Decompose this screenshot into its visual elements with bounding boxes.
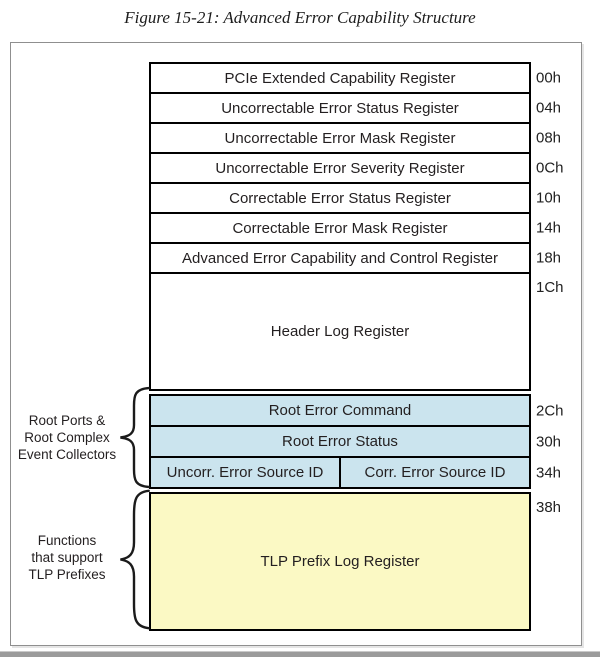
register-label: Uncorrectable Error Severity Register bbox=[215, 159, 465, 177]
offset-label: 30h bbox=[536, 433, 562, 450]
register-row-correctable-error-mask: Correctable Error Mask Register 14h bbox=[149, 212, 561, 244]
uncorr-error-source-id-cell: Uncorr. Error Source ID bbox=[166, 464, 324, 481]
page-bottom-divider bbox=[0, 651, 600, 657]
register-row-tlp-prefix-log: TLP Prefix Log Register 38h bbox=[149, 492, 561, 631]
register-row-uncorrectable-error-status: Uncorrectable Error Status Register 04h bbox=[149, 92, 561, 124]
offset-label: 10h bbox=[536, 189, 562, 207]
register-label: Uncorrectable Error Mask Register bbox=[224, 129, 456, 147]
root-group-annotation: Root Ports & Root Complex Event Collecto… bbox=[17, 413, 117, 462]
offset-label: 14h bbox=[536, 219, 562, 237]
offset-label: 00h bbox=[536, 69, 562, 87]
tlp-group-annotation: Functions that support TLP Prefixes bbox=[28, 533, 106, 582]
tlp-group-brace bbox=[117, 488, 151, 631]
register-label: Correctable Error Mask Register bbox=[232, 219, 448, 237]
register-label: PCIe Extended Capability Register bbox=[224, 69, 456, 87]
figure-frame: PCIe Extended Capability Register 00h Un… bbox=[10, 42, 582, 646]
offset-label: 0Ch bbox=[536, 159, 564, 177]
register-row-correctable-error-status: Correctable Error Status Register 10h bbox=[149, 182, 561, 214]
register-stack: PCIe Extended Capability Register 00h Un… bbox=[149, 62, 564, 631]
register-row-root-error-command: Root Error Command 2Ch bbox=[149, 394, 564, 427]
register-row-header-log: Header Log Register 1Ch bbox=[149, 272, 564, 391]
register-row-uncorrectable-error-severity: Uncorrectable Error Severity Register 0C… bbox=[149, 152, 564, 184]
figure-caption: Figure 15-21: Advanced Error Capability … bbox=[124, 8, 476, 27]
offset-label: 2Ch bbox=[536, 402, 564, 419]
register-label: Correctable Error Status Register bbox=[229, 189, 451, 207]
corr-error-source-id-cell: Corr. Error Source ID bbox=[364, 464, 506, 481]
register-row-pcie-extended-capability: PCIe Extended Capability Register 00h bbox=[149, 62, 561, 94]
register-label: Advanced Error Capability and Control Re… bbox=[182, 249, 498, 267]
register-label: Header Log Register bbox=[270, 323, 410, 340]
register-row-uncorrectable-error-mask: Uncorrectable Error Mask Register 08h bbox=[149, 122, 561, 154]
register-label: Root Error Status bbox=[282, 433, 398, 450]
register-row-advanced-error-capability-control: Advanced Error Capability and Control Re… bbox=[149, 242, 561, 274]
register-label: TLP Prefix Log Register bbox=[260, 553, 420, 570]
register-row-error-source-id: Uncorr. Error Source ID Corr. Error Sour… bbox=[149, 456, 561, 489]
root-group-brace bbox=[117, 386, 151, 489]
offset-label: 38h bbox=[536, 499, 562, 516]
register-label: Root Error Command bbox=[268, 402, 412, 419]
offset-label: 18h bbox=[536, 249, 562, 267]
register-row-root-error-status: Root Error Status 30h bbox=[149, 425, 561, 458]
register-label: Uncorrectable Error Status Register bbox=[221, 99, 459, 117]
offset-label: 04h bbox=[536, 99, 562, 117]
offset-label: 1Ch bbox=[536, 279, 564, 296]
offset-label: 08h bbox=[536, 129, 562, 147]
offset-label: 34h bbox=[536, 464, 562, 481]
cell-divider bbox=[339, 458, 341, 487]
